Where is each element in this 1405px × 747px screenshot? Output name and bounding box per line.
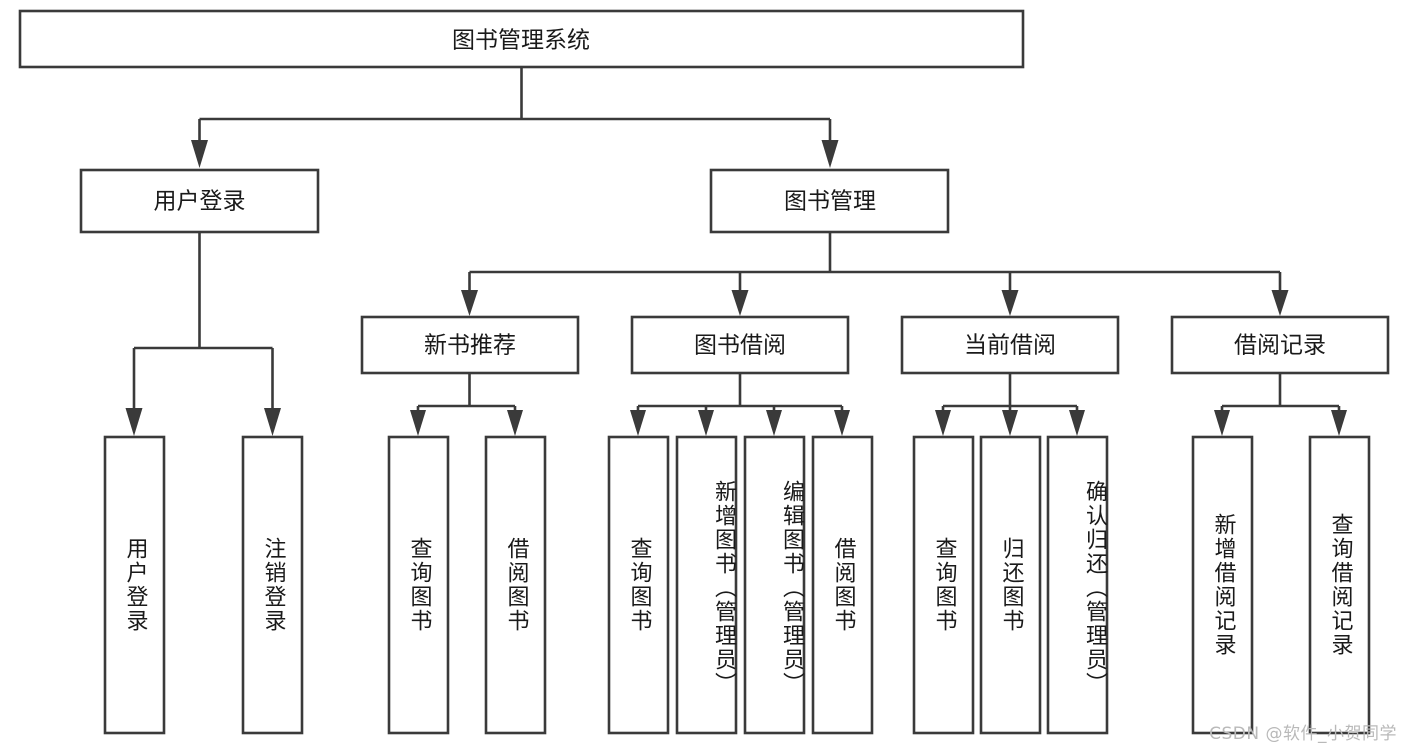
arrow-bm-to-current-borrow <box>1001 290 1019 316</box>
node-current-borrow-box[interactable] <box>900 315 1120 375</box>
node-current-borrow-label: 当前借阅 <box>964 333 1056 359</box>
node-borrow-record-box[interactable] <box>1170 315 1390 375</box>
arrow-bm-to-borrow-record <box>1271 290 1289 316</box>
node-user-login-label: 用户登录 <box>154 189 246 215</box>
edge-group-book-manage <box>461 233 1289 316</box>
node-new-book-rec-label: 新书推荐 <box>424 333 516 359</box>
node-leaf-query-book-a-box[interactable] <box>387 435 450 735</box>
node-leaf-confirm-return-box[interactable] <box>1046 435 1109 735</box>
node-leaf-add-record-box[interactable] <box>1191 435 1254 735</box>
edge-group-borrow-record <box>1214 374 1347 436</box>
node-borrow-record-label: 借阅记录 <box>1234 333 1326 359</box>
arrow-br-to-query-record <box>1331 410 1347 436</box>
arrow-root-to-user-login <box>191 140 208 168</box>
arrow-ul-to-leaf-logout <box>264 408 281 436</box>
arrow-cb-to-return-book <box>1002 410 1018 436</box>
edge-group-book-borrow <box>630 374 850 436</box>
node-book-manage-label: 图书管理 <box>784 189 876 215</box>
node-leaf-edit-book-box[interactable] <box>743 435 806 735</box>
arrow-br-to-add-record <box>1214 410 1230 436</box>
arrow-nbr-to-query-book <box>410 410 426 436</box>
node-new-book-rec-box[interactable] <box>360 315 580 375</box>
arrow-root-to-book-manage <box>821 140 839 168</box>
arrow-bm-to-book-borrow <box>731 290 749 316</box>
edge-group-current-borrow <box>935 374 1085 436</box>
node-leaf-borrow-book-a-box[interactable] <box>484 435 547 735</box>
arrow-bb-to-query-book <box>630 410 646 436</box>
node-leaf-user-login-box[interactable] <box>103 435 166 735</box>
arrow-cb-to-confirm-return <box>1069 410 1085 436</box>
node-book-borrow-box[interactable] <box>630 315 850 375</box>
node-leaf-add-book-box[interactable] <box>675 435 738 735</box>
node-leaf-query-record-box[interactable] <box>1308 435 1371 735</box>
arrow-ul-to-leaf-user-login <box>125 408 143 436</box>
node-root-label: 图书管理系统 <box>452 28 590 54</box>
node-user-login-box[interactable] <box>79 168 320 234</box>
edge-group-user-login <box>125 233 281 436</box>
edge-group-new-book-rec <box>410 374 523 436</box>
node-book-borrow-label: 图书借阅 <box>694 333 786 359</box>
node-root-box[interactable] <box>18 9 1025 69</box>
node-leaf-query-book-c-box[interactable] <box>912 435 975 735</box>
arrow-bm-to-new-book-rec <box>461 290 478 316</box>
node-leaf-return-book-box[interactable] <box>979 435 1042 735</box>
edge-group-root <box>191 67 839 168</box>
arrow-bb-to-edit-book <box>766 410 782 436</box>
node-leaf-borrow-book-b-box[interactable] <box>811 435 874 735</box>
node-book-manage-box[interactable] <box>709 168 950 234</box>
arrow-cb-to-query-book <box>935 410 951 436</box>
node-leaf-query-book-b-box[interactable] <box>607 435 670 735</box>
arrow-nbr-to-borrow-book <box>507 410 523 436</box>
arrow-bb-to-add-book <box>698 410 714 436</box>
arrow-bb-to-borrow-book <box>834 410 850 436</box>
node-leaf-logout-box[interactable] <box>241 435 304 735</box>
